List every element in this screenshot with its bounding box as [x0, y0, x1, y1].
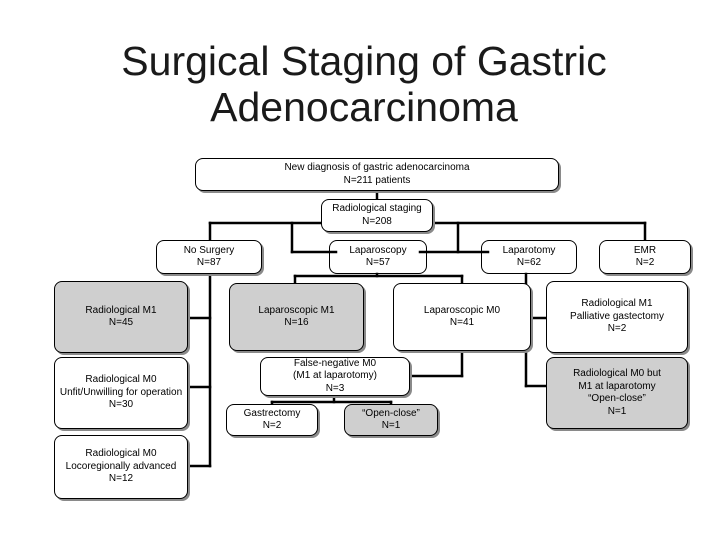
node-radiological-m0-locoregional-line2: Locoregionally advanced	[65, 460, 177, 472]
node-laparoscopy-line2: N=57	[365, 257, 391, 268]
node-radiological-m0-but-m1: Radiological M0 but M1 at laparotomy “Op…	[546, 357, 688, 429]
node-radiological-m1-palliative: Radiological M1 Palliative gastectomy N=…	[546, 281, 688, 353]
node-radiological-m1-line1: Radiological M1	[85, 304, 157, 316]
node-radiological-m0-unfit: Radiological M0 Unfit/Unwilling for oper…	[54, 357, 188, 429]
node-radiological-m1-palliative-line3: N=2	[607, 323, 627, 335]
node-radiological-staging: Radiological staging N=208	[321, 199, 433, 232]
node-gastrectomy: Gastrectomy N=2	[226, 404, 318, 436]
node-false-negative-m0: False-negative M0 (M1 at laparotomy) N=3	[260, 357, 410, 396]
node-open-close-laparoscopy-line2: N=1	[381, 420, 401, 431]
node-radiological-m0-but-m1-line3: “Open-close”	[588, 393, 646, 404]
node-new-diagnosis-line2: N=211 patients	[343, 174, 411, 186]
node-radiological-m0-unfit-line1: Radiological M0	[85, 374, 157, 386]
node-laparoscopic-m1-line1: Laparoscopic M1	[258, 304, 335, 316]
node-radiological-m0-but-m1-line2: M1 at laparotomy	[578, 380, 656, 392]
node-no-surgery-line2: N=87	[196, 257, 222, 268]
node-radiological-m0-locoregional: Radiological M0 Locoregionally advanced …	[54, 435, 188, 499]
node-radiological-m0-but-m1-line4: N=1	[607, 405, 627, 417]
node-emr: EMR N=2	[599, 240, 691, 274]
node-laparoscopic-m1: Laparoscopic M1 N=16	[229, 283, 364, 351]
node-laparoscopic-m0-line1: Laparoscopic M0	[423, 304, 501, 316]
node-laparotomy-line2: N=62	[516, 257, 542, 268]
node-emr-line2: N=2	[635, 257, 655, 268]
node-radiological-staging-line2: N=208	[362, 215, 392, 227]
node-radiological-m1: Radiological M1 N=45	[54, 281, 188, 353]
node-laparoscopy-line1: Laparoscopy	[349, 244, 407, 256]
node-gastrectomy-line2: N=2	[262, 420, 282, 431]
slide-title: Surgical Staging of Gastric Adenocarcino…	[60, 38, 668, 130]
node-false-negative-m0-line3: N=3	[325, 382, 345, 394]
node-new-diagnosis-line1: New diagnosis of gastric adenocarcinoma	[284, 162, 470, 173]
node-laparoscopy: Laparoscopy N=57	[329, 240, 427, 274]
node-radiological-m1-palliative-line1: Radiological M1	[581, 298, 653, 310]
node-gastrectomy-line1: Gastrectomy	[243, 407, 301, 419]
node-new-diagnosis: New diagnosis of gastric adenocarcinoma …	[195, 158, 559, 191]
node-laparoscopic-m1-line2: N=16	[284, 317, 309, 328]
node-radiological-m0-unfit-line3: N=30	[108, 399, 134, 411]
node-laparoscopic-m0: Laparoscopic M0 N=41	[393, 283, 531, 351]
node-radiological-staging-line1: Radiological staging	[332, 203, 422, 214]
node-no-surgery-line1: No Surgery	[183, 244, 235, 256]
node-open-close-laparoscopy: “Open-close” N=1	[344, 404, 438, 436]
node-emr-line1: EMR	[633, 244, 657, 256]
node-radiological-m0-unfit-line2: Unfit/Unwilling for operation	[59, 386, 183, 398]
node-laparoscopic-m0-line2: N=41	[449, 317, 475, 328]
node-radiological-m1-palliative-line2: Palliative gastectomy	[570, 310, 664, 322]
node-false-negative-m0-line1: False-negative M0	[293, 357, 377, 369]
node-no-surgery: No Surgery N=87	[156, 240, 262, 274]
node-radiological-m0-locoregional-line1: Radiological M0	[85, 448, 157, 460]
node-laparotomy: Laparotomy N=62	[481, 240, 577, 274]
title-line-1: Surgical Staging of Gastric	[121, 38, 607, 84]
node-open-close-laparoscopy-line1: “Open-close”	[362, 407, 420, 419]
node-laparotomy-line1: Laparotomy	[502, 244, 556, 256]
node-radiological-m0-locoregional-line3: N=12	[108, 473, 134, 485]
title-line-2: Adenocarcinoma	[210, 84, 518, 130]
node-radiological-m1-line2: N=45	[108, 317, 134, 328]
node-false-negative-m0-line2: (M1 at laparotomy)	[293, 370, 377, 382]
node-radiological-m0-but-m1-line1: Radiological M0 but	[573, 368, 661, 379]
